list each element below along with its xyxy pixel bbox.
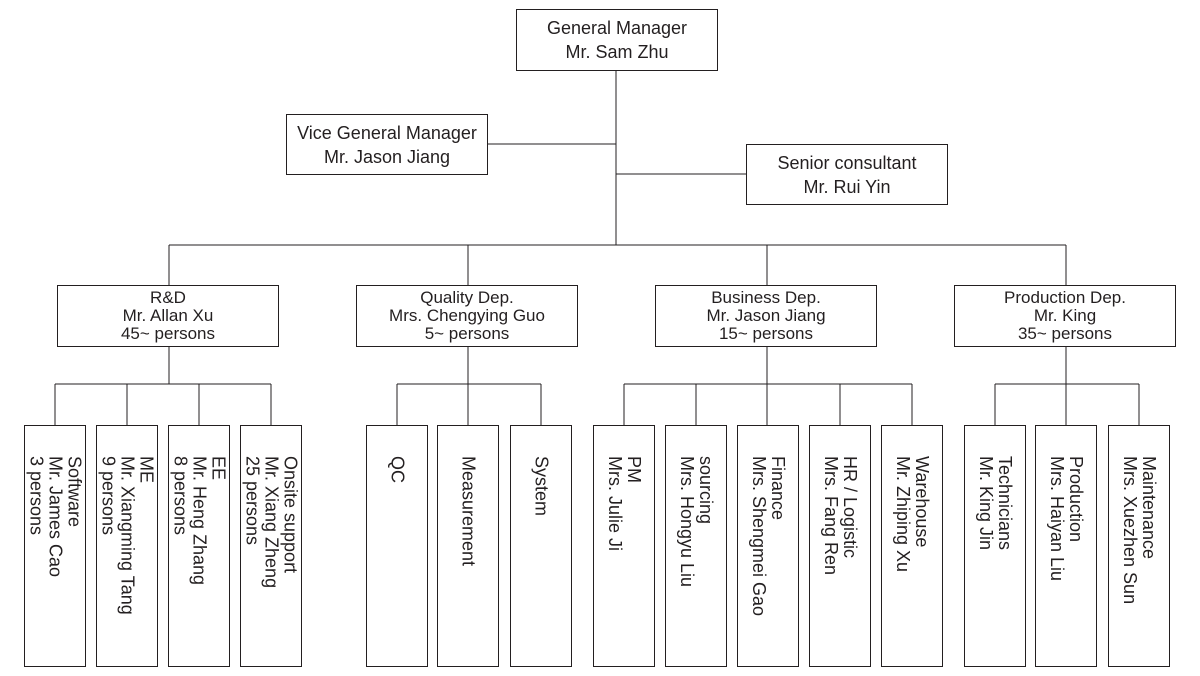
unit-production: Production Mrs. Haiyan Liu [1035,425,1097,667]
unit-measurement: Measurement [437,425,499,667]
unit-label: Technicians [995,456,1015,551]
unit-size: 8 persons [170,456,191,536]
unit-warehouse: Warehouse Mr. Zhiping Xu [881,425,943,667]
department-business: Business Dep. Mr. Jason Jiang 15~ person… [655,285,877,347]
department-size: 45~ persons [120,324,216,343]
senior-consultant-name: Mr. Rui Yin [803,176,891,197]
unit-software: Software Mr. James Cao 3 persons [24,425,86,667]
unit-qc: QC [366,425,428,667]
unit-label: sourcing [696,456,716,525]
department-quality: Quality Dep. Mrs. Chengying Guo 5~ perso… [356,285,578,347]
unit-head: Mr. Heng Zhang [189,456,210,586]
unit-finance: Finance Mrs. Shengmei Gao [737,425,799,667]
senior-consultant-title: Senior consultant [777,152,917,173]
unit-head: Mrs. Xuezhen Sun [1120,456,1140,605]
unit-me: ME Mr. Xiangming Tang 9 persons [96,425,158,667]
department-head: Mr. King [1033,306,1097,325]
unit-head: Mrs. Shengmei Gao [749,456,769,617]
unit-label: Onsite support [280,456,301,574]
unit-maintenance: Maintenance Mrs. Xuezhen Sun [1108,425,1170,667]
unit-hr-logistic: HR / Logistic Mrs. Fang Ren [809,425,871,667]
unit-ee: EE Mr. Heng Zhang 8 persons [168,425,230,667]
department-name: Production Dep. [1004,288,1126,307]
department-head: Mrs. Chengying Guo [389,306,545,325]
unit-head: Mr. King Jin [976,456,996,551]
unit-head: Mrs. Hongyu Liu [677,456,697,588]
vice-general-manager-box: Vice General Manager Mr. Jason Jiang [286,114,488,175]
unit-system: System [510,425,572,667]
unit-head: Mr. Zhiping Xu [893,456,913,573]
unit-label: Maintenance [1139,456,1159,560]
department-head: Mr. Allan Xu [122,306,214,325]
unit-label: Production [1066,456,1086,543]
general-manager-name: Mr. Sam Zhu [565,42,669,62]
unit-size: 3 persons [26,456,47,536]
unit-size: 25 persons [242,456,263,546]
unit-label: Software [64,456,85,528]
unit-head: Mr. James Cao [45,456,66,578]
unit-head: Mrs. Fang Ren [821,456,841,576]
unit-head: Mrs. Julie Ji [605,456,625,552]
department-rnd: R&D Mr. Allan Xu 45~ persons [57,285,279,347]
unit-label: Warehouse [912,456,932,548]
unit-label: Measurement [458,456,479,567]
department-head: Mr. Jason Jiang [706,306,826,325]
unit-label: Finance [768,456,788,521]
unit-label: QC [387,456,408,483]
department-name: Quality Dep. [420,288,514,307]
department-size: 5~ persons [424,324,510,343]
unit-label: HR / Logistic [840,456,860,559]
unit-head: Mr. Xiangming Tang [117,456,138,615]
unit-head: Mr. Xiang Zheng [261,456,282,589]
vice-general-manager-name: Mr. Jason Jiang [323,146,451,167]
unit-size: 9 persons [98,456,119,536]
unit-onsite-support: Onsite support Mr. Xiang Zheng 25 person… [240,425,302,667]
general-manager-box: General Manager Mr. Sam Zhu [516,9,718,71]
unit-technicians: Technicians Mr. King Jin [964,425,1026,667]
department-production: Production Dep. Mr. King 35~ persons [954,285,1176,347]
department-size: 35~ persons [1017,324,1113,343]
department-size: 15~ persons [718,324,814,343]
general-manager-title: General Manager [546,18,688,38]
department-name: Business Dep. [711,288,821,307]
department-name: R&D [150,288,186,307]
unit-label: ME [136,456,157,483]
unit-pm: PM Mrs. Julie Ji [593,425,655,667]
unit-label: PM [624,456,644,483]
senior-consultant-box: Senior consultant Mr. Rui Yin [746,144,948,205]
unit-head: Mrs. Haiyan Liu [1047,456,1067,582]
vice-general-manager-title: Vice General Manager [297,122,477,143]
unit-sourcing: sourcing Mrs. Hongyu Liu [665,425,727,667]
unit-label: EE [208,456,229,481]
unit-label: System [531,456,552,517]
